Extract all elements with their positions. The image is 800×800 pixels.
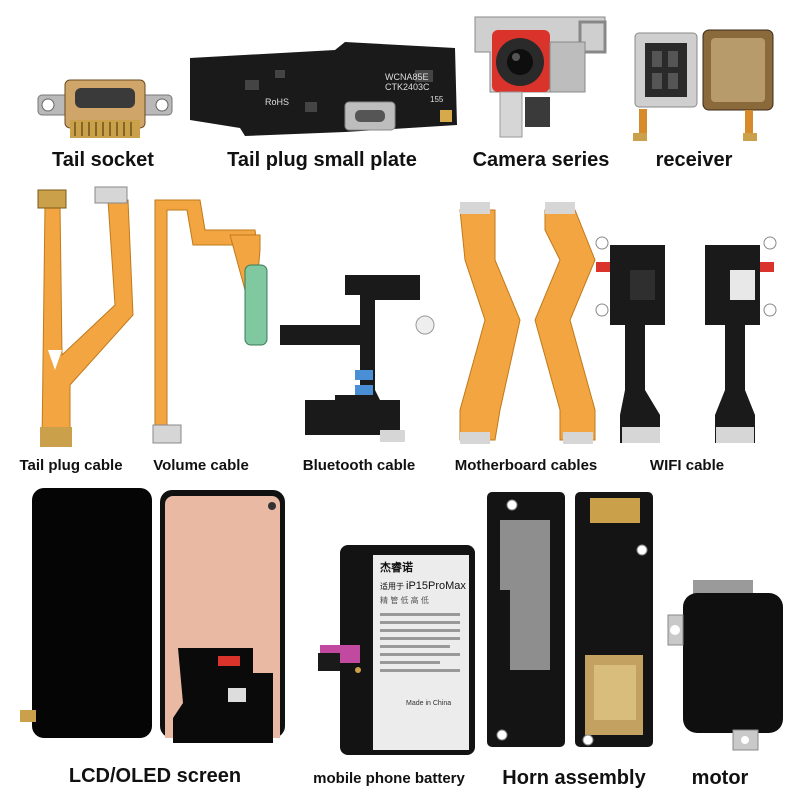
mobile-phone-battery-image: 杰睿诺 适用于 iP15ProMax 精 管 低 高 低 Made in Chi…	[318, 545, 478, 760]
lcd-oled-screen-image	[18, 488, 293, 753]
camera-series-image	[470, 12, 610, 142]
label-wifi-cable: WIFI cable	[649, 457, 725, 474]
horn-assembly-image	[482, 490, 657, 755]
wifi-cable-image	[590, 215, 785, 450]
bluetooth-cable-image	[275, 270, 445, 445]
label-tail-plug-cable: Tail plug cable	[19, 457, 123, 474]
tail-plug-small-plate-image: WCNA85E CTK2403C RoHS 155	[185, 40, 460, 140]
label-lcd-oled-screen: LCD/OLED screen	[68, 765, 242, 787]
battery-tags: 精 管 低 高 低	[380, 595, 429, 605]
motor-image	[663, 575, 793, 755]
label-horn-assembly: Horn assembly	[502, 767, 646, 789]
battery-model-prefix: 适用于	[380, 581, 404, 591]
label-tail-socket: Tail socket	[52, 149, 154, 171]
plate-rohs: RoHS	[265, 97, 289, 107]
motherboard-cables-image	[455, 200, 605, 445]
volume-cable-image	[145, 190, 270, 445]
label-camera-series: Camera series	[472, 149, 610, 171]
label-mobile-phone-battery: mobile phone battery	[313, 770, 465, 787]
tail-plug-cable-image	[30, 185, 135, 450]
label-motherboard-cables: Motherboard cables	[454, 457, 598, 474]
label-tail-plug-small-plate: Tail plug small plate	[227, 149, 417, 171]
label-bluetooth-cable: Bluetooth cable	[302, 457, 416, 474]
label-receiver: receiver	[655, 149, 733, 171]
plate-code-2: CTK2403C	[385, 82, 430, 92]
battery-model: iP15ProMax	[406, 580, 466, 592]
label-motor: motor	[691, 767, 749, 789]
label-volume-cable: Volume cable	[153, 457, 249, 474]
battery-brand: 杰睿诺	[380, 560, 413, 574]
plate-num: 155	[430, 95, 444, 104]
battery-made-in: Made in China	[406, 700, 451, 707]
tail-socket-image	[30, 70, 180, 150]
plate-code-1: WCNA85E	[385, 72, 429, 82]
receiver-image	[625, 25, 780, 145]
